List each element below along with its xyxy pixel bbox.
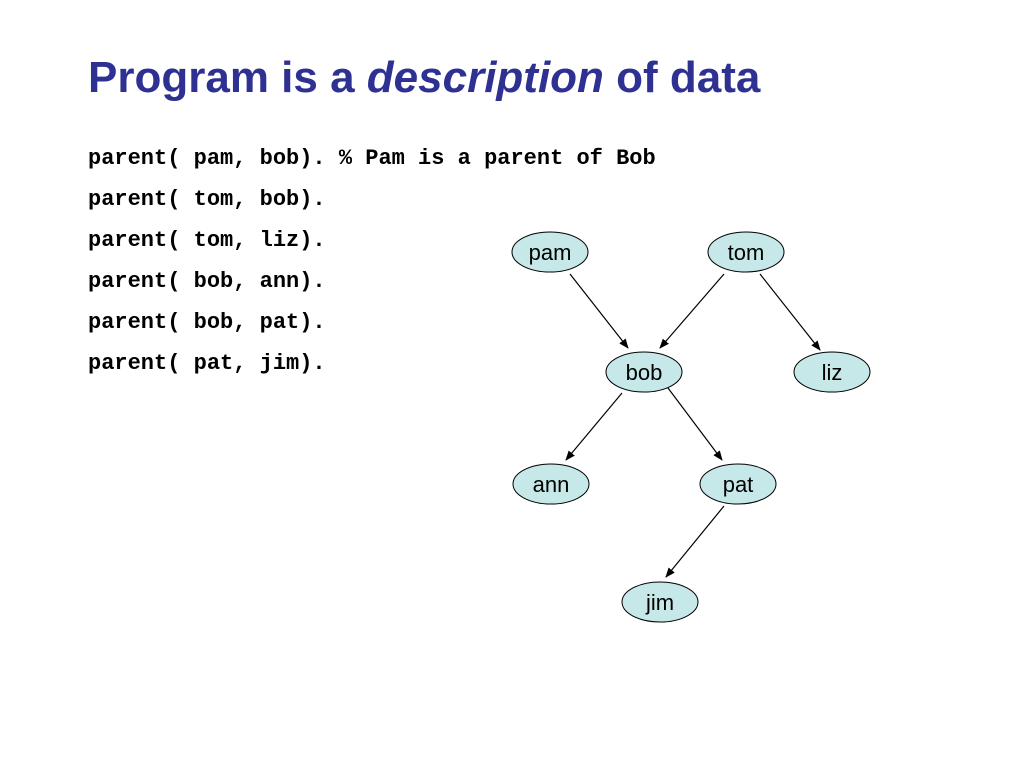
node-label: pam — [529, 240, 572, 265]
edge-tom-liz — [759, 273, 821, 351]
edge-pat-jim — [665, 505, 725, 578]
edge-tom-bob — [659, 273, 725, 349]
edge-pam-bob — [569, 273, 629, 349]
prolog-code: parent( pam, bob). % Pam is a parent of … — [88, 138, 656, 384]
node-label: jim — [645, 590, 674, 615]
node-label: liz — [822, 360, 843, 385]
edge-bob-pat — [667, 387, 723, 461]
edge-bob-ann — [565, 392, 623, 461]
code-line: parent( bob, ann). — [88, 269, 326, 294]
code-line: parent( bob, pat). — [88, 310, 326, 335]
title-text-end: of data — [603, 53, 761, 102]
node-label: pat — [723, 472, 754, 497]
title-emphasis: description — [366, 53, 604, 102]
node-label: tom — [728, 240, 765, 265]
tree-node-ann: ann — [512, 463, 590, 505]
tree-edges — [565, 273, 821, 578]
code-line: parent( tom, liz). — [88, 228, 326, 253]
code-line: parent( pat, jim). — [88, 351, 326, 376]
tree-node-bob: bob — [605, 351, 683, 393]
slide-title: Program is a description of data — [88, 50, 760, 106]
tree-node-liz: liz — [793, 351, 871, 393]
title-text-start: Program is a — [88, 53, 367, 102]
tree-node-jim: jim — [621, 581, 699, 623]
tree-node-tom: tom — [707, 231, 785, 273]
node-label: ann — [533, 472, 570, 497]
tree-node-pam: pam — [511, 231, 589, 273]
node-label: bob — [626, 360, 663, 385]
tree-node-pat: pat — [699, 463, 777, 505]
code-line: parent( tom, bob). — [88, 187, 326, 212]
code-line: parent( pam, bob). % Pam is a parent of … — [88, 146, 656, 171]
